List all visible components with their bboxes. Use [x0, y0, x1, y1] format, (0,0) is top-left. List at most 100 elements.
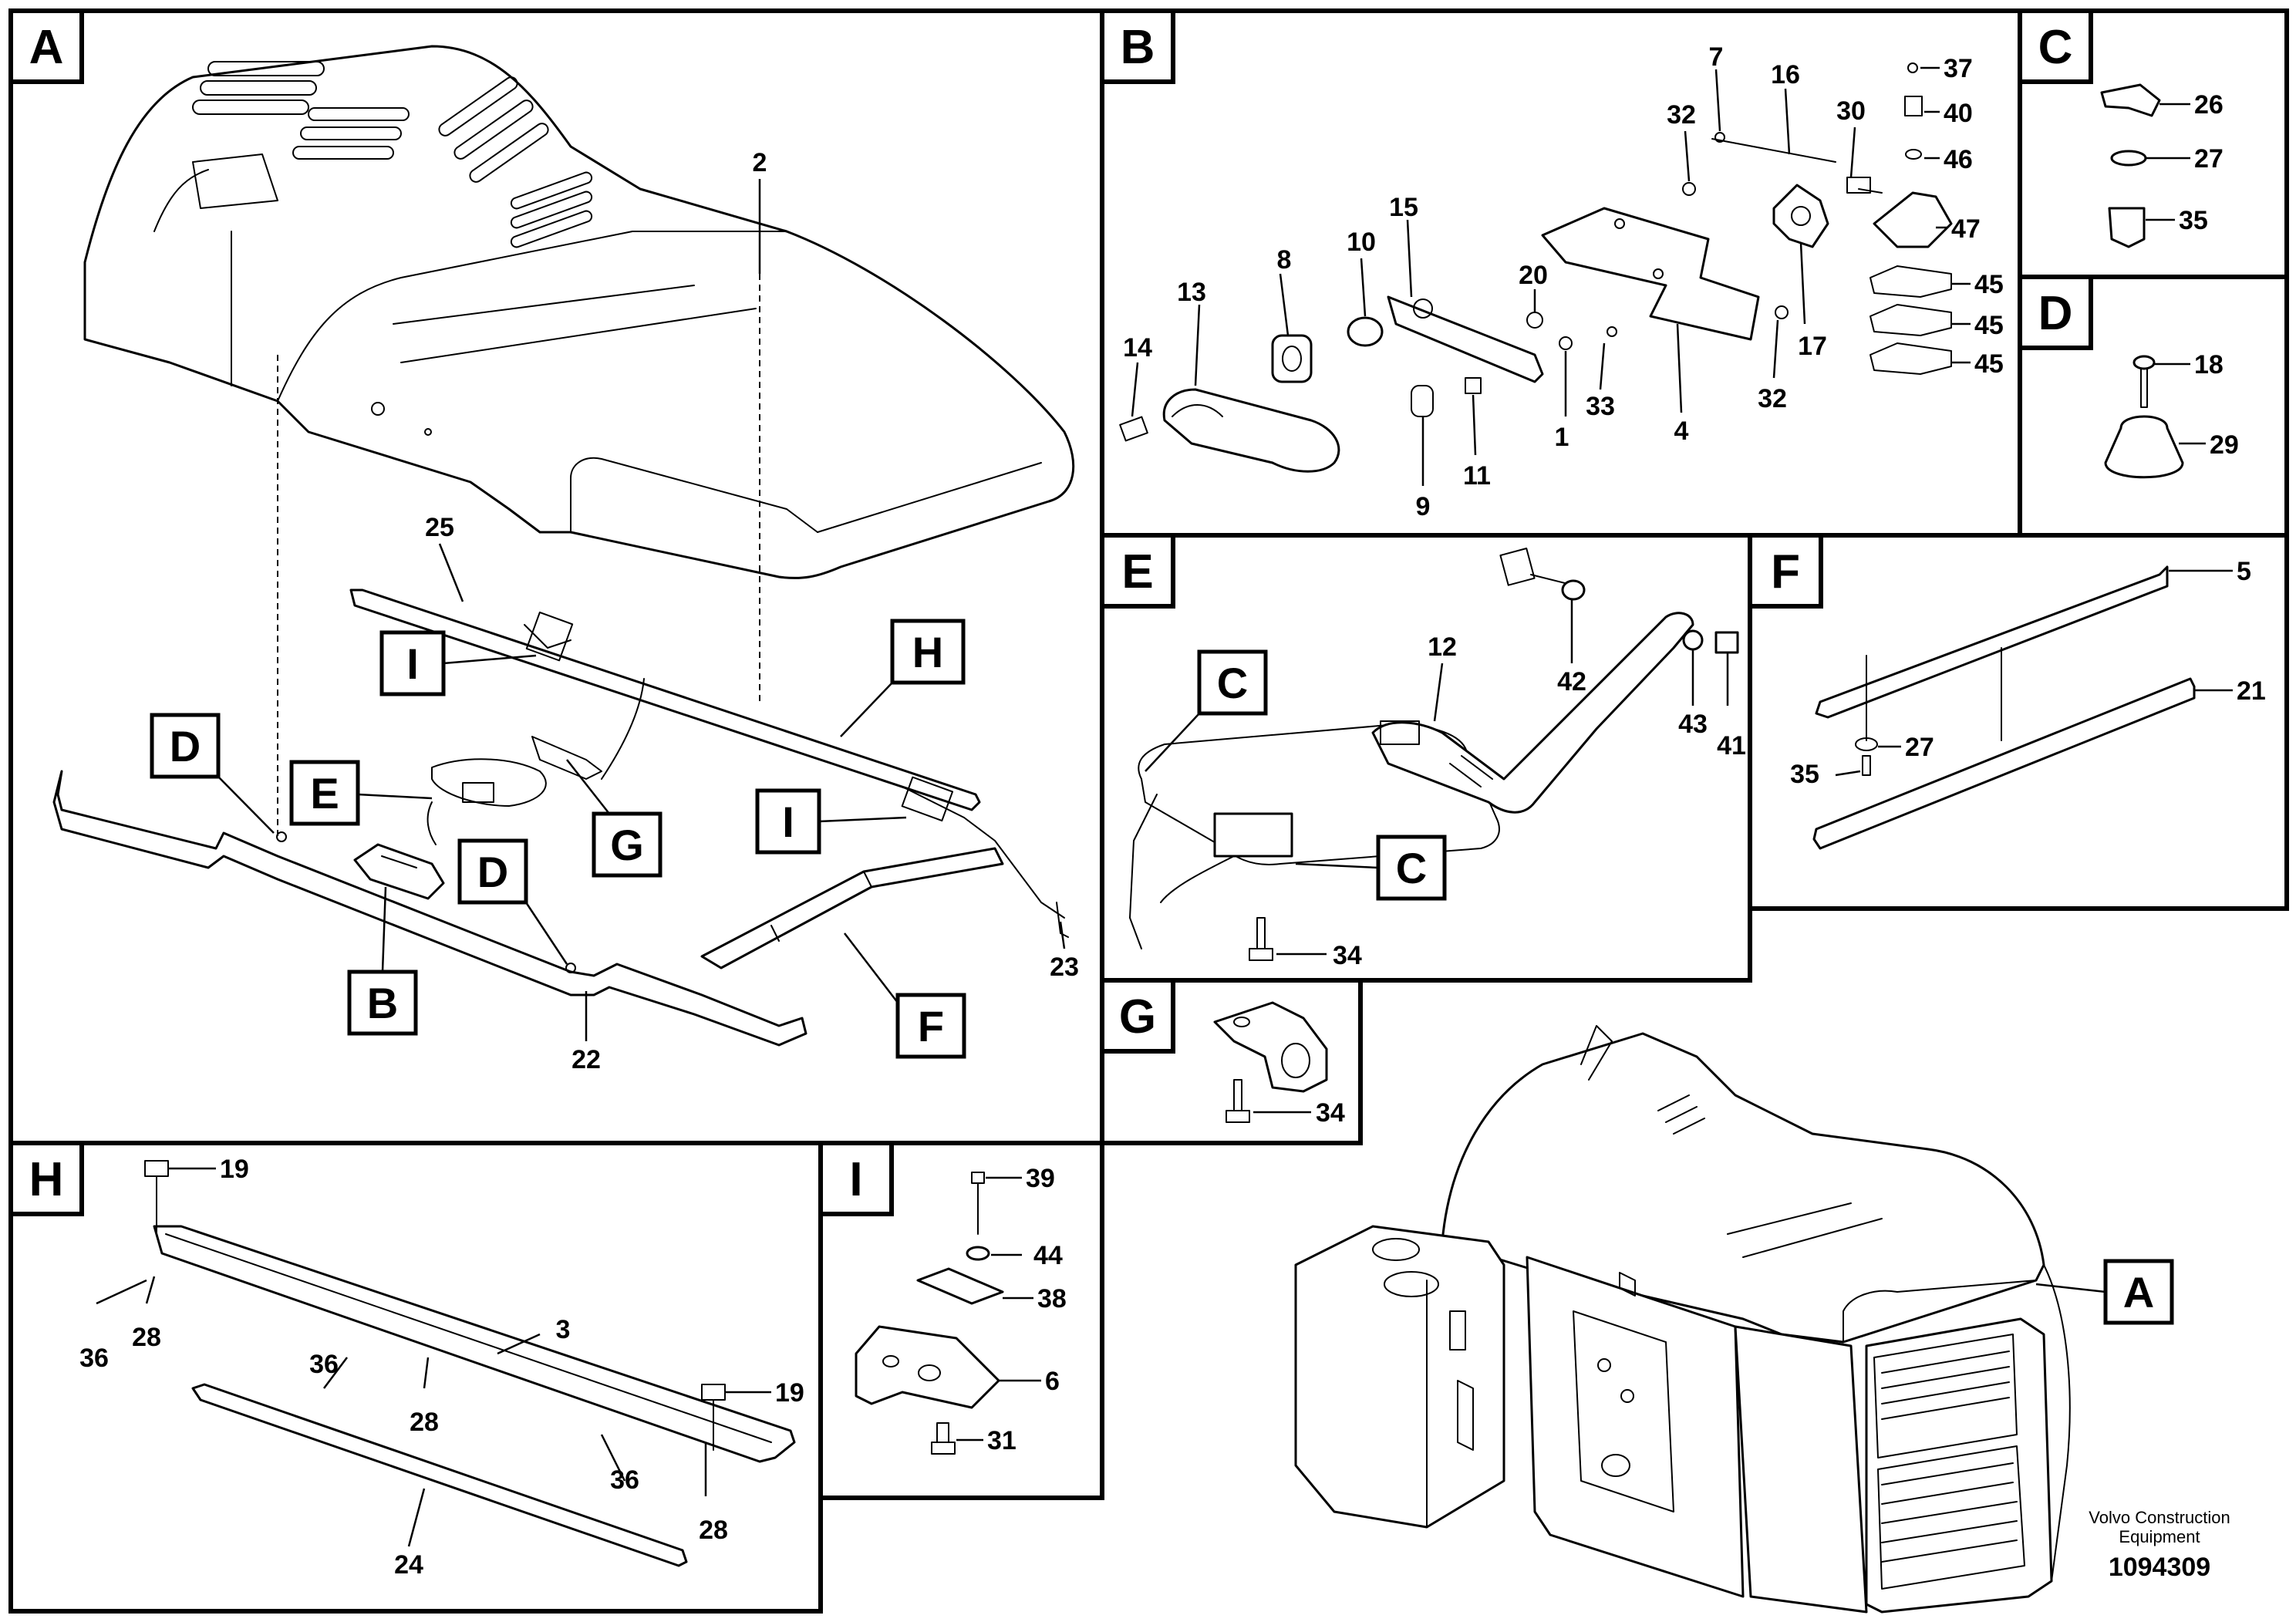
part-number-7: 7: [1709, 42, 1724, 72]
panel-h-drawing: 19 28 36 3 36 28 19 36 28 24: [79, 1155, 804, 1580]
rail-25: [349, 588, 981, 811]
lock-b: [353, 843, 445, 900]
section-tag-h: H: [8, 1141, 84, 1216]
bracket-15: [1387, 295, 1544, 383]
part-number-41: 41: [1717, 731, 1746, 760]
cable-e: [431, 758, 547, 807]
svg-text:A: A: [2123, 1268, 2154, 1317]
panel-i-frame: [818, 1141, 1104, 1500]
machine-grille: [1865, 1317, 2053, 1614]
part-number-26: 26: [2194, 90, 2224, 120]
section-tag-e-label: E: [1121, 545, 1153, 599]
section-tag-e: E: [1100, 533, 1175, 609]
section-tag-a: A: [8, 8, 84, 84]
section-tag-a-label: A: [29, 21, 64, 74]
part-number-45-c: 45: [1974, 349, 2004, 379]
svg-text:G: G: [610, 821, 644, 869]
panel-d-drawing: 18 29: [2104, 350, 2239, 479]
part-number-34-e: 34: [1333, 941, 1362, 970]
part-number-19-top: 19: [220, 1155, 249, 1184]
section-tag-c: C: [2018, 8, 2093, 84]
brand-block: Volvo Construction Equipment 1094309: [2089, 1508, 2230, 1582]
machine-radiator: [1734, 1325, 1868, 1614]
bumper-29: [2104, 415, 2184, 479]
seal-21: [1812, 677, 2196, 850]
part-number-35-f: 35: [1790, 760, 1819, 789]
part-number-31: 31: [987, 1426, 1017, 1455]
svg-text:D: D: [477, 848, 508, 896]
section-tag-b-label: B: [1121, 21, 1155, 74]
panel-f-frame: [1748, 533, 2289, 911]
panel-b-drawing: 7 16 37 32 30 40 46 47 45 45 45 15 8 10 …: [1119, 42, 2004, 521]
frame-22: [52, 770, 807, 1047]
panel-i-drawing: 39 44 38 6 31: [855, 1164, 1067, 1455]
section-tag-i-label: I: [849, 1153, 862, 1206]
part-number-44: 44: [1033, 1241, 1063, 1270]
bracket-g: [531, 736, 602, 780]
hood-cover: [83, 45, 1075, 579]
svg-text:I: I: [782, 798, 794, 846]
section-tag-f-label: F: [1771, 545, 1800, 599]
bracket-g-part: [1213, 1001, 1328, 1093]
callout-c-upper: C: [1145, 649, 1268, 772]
document-number: 1094309: [2109, 1553, 2210, 1582]
svg-text:F: F: [918, 1002, 944, 1050]
section-tag-d-label: D: [2038, 287, 2073, 340]
brand-line-2: Equipment: [2119, 1527, 2200, 1546]
part-number-8: 8: [1277, 245, 1292, 275]
part-number-9: 9: [1416, 492, 1431, 521]
part-number-28-left: 28: [132, 1323, 161, 1352]
part-number-11: 11: [1463, 461, 1491, 491]
callout-i-lower: I: [755, 788, 907, 855]
washer-44: [966, 1246, 990, 1261]
section-tag-g: G: [1100, 978, 1175, 1054]
part-number-5: 5: [2237, 557, 2251, 586]
section-tag-f: F: [1748, 533, 1823, 609]
brand-line-1: Volvo Construction: [2089, 1508, 2230, 1527]
latch-17: [1772, 184, 1829, 248]
part-number-1: 1: [1555, 423, 1569, 452]
part-number-15: 15: [1389, 193, 1418, 222]
machine-tank: [1294, 1225, 1505, 1529]
section-tag-i: I: [818, 1141, 894, 1216]
part-number-28-right: 28: [699, 1516, 728, 1545]
strip-24: [191, 1383, 688, 1567]
callout-i-upper: I: [379, 630, 537, 696]
callout-d-right: D: [457, 838, 568, 965]
part-number-25: 25: [425, 513, 454, 542]
part-number-19-right: 19: [775, 1378, 804, 1408]
part-number-36-right: 36: [610, 1465, 639, 1495]
lever-12: [1371, 612, 1694, 814]
bushing-10: [1347, 316, 1384, 347]
part-number-34-g: 34: [1316, 1098, 1345, 1128]
panel-frames: [8, 8, 2289, 1614]
callout-b: B: [347, 886, 418, 1036]
svg-text:H: H: [912, 628, 943, 676]
part-number-45-b: 45: [1974, 311, 2004, 340]
part-number-10: 10: [1347, 228, 1376, 257]
part-number-4: 4: [1674, 416, 1689, 446]
part-number-16: 16: [1771, 60, 1800, 89]
part-number-14: 14: [1123, 333, 1152, 363]
part-number-6: 6: [1045, 1367, 1060, 1396]
section-tag-c-label: C: [2038, 21, 2073, 74]
svg-text:B: B: [367, 979, 398, 1027]
panel-f-drawing: 5 21 27 35: [1790, 557, 2266, 850]
washer-43: [1682, 629, 1704, 651]
part-number-43: 43: [1678, 710, 1708, 739]
part-number-37: 37: [1944, 54, 1973, 83]
part-number-33: 33: [1586, 392, 1615, 421]
cover-5: [1815, 565, 2169, 719]
bolt-35-c: [2108, 207, 2146, 248]
part-number-2: 2: [753, 148, 767, 177]
part-number-32-top: 32: [1667, 100, 1696, 130]
hood-vents: [192, 61, 593, 248]
washer-27-c: [2110, 150, 2147, 167]
part-number-17: 17: [1798, 332, 1827, 361]
latch-6: [855, 1325, 1000, 1409]
part-number-36-middle: 36: [309, 1350, 339, 1379]
part-number-40: 40: [1944, 99, 1973, 128]
pin-11: [1465, 377, 1482, 394]
part-number-27-c: 27: [2194, 144, 2224, 174]
section-tag-b: B: [1100, 8, 1175, 84]
